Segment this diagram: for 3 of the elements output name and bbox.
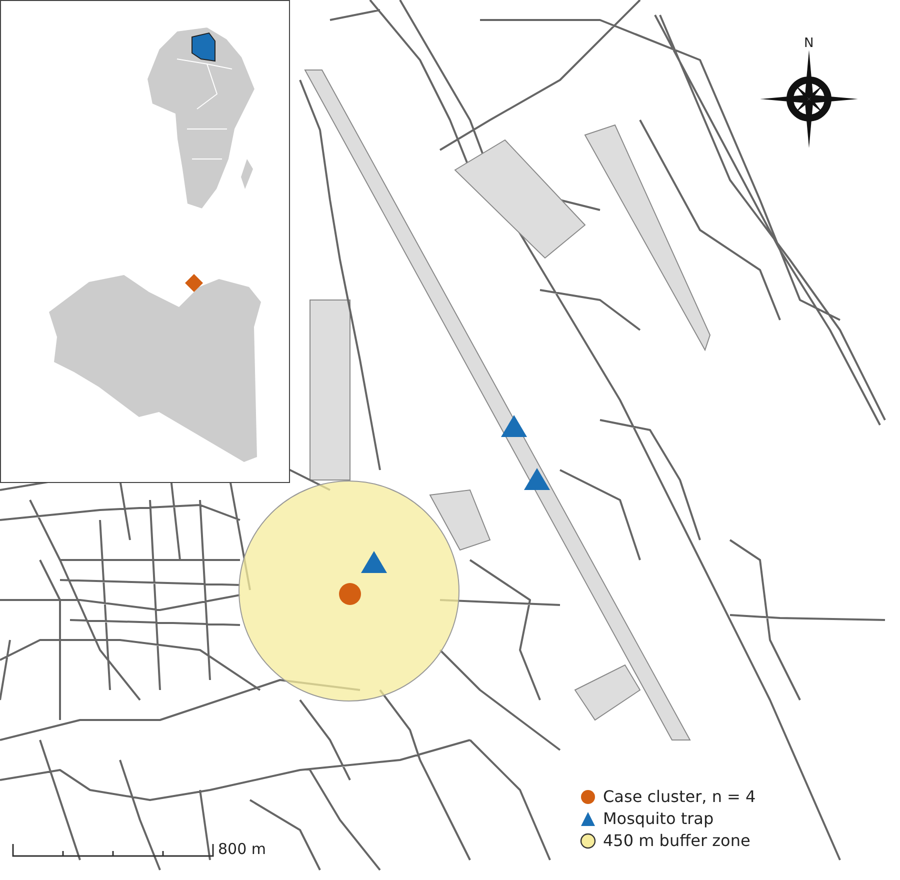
legend-label: Case cluster, n = 4 bbox=[601, 787, 758, 806]
scale-label: 800 m bbox=[218, 842, 266, 857]
north-label: N bbox=[804, 37, 814, 50]
